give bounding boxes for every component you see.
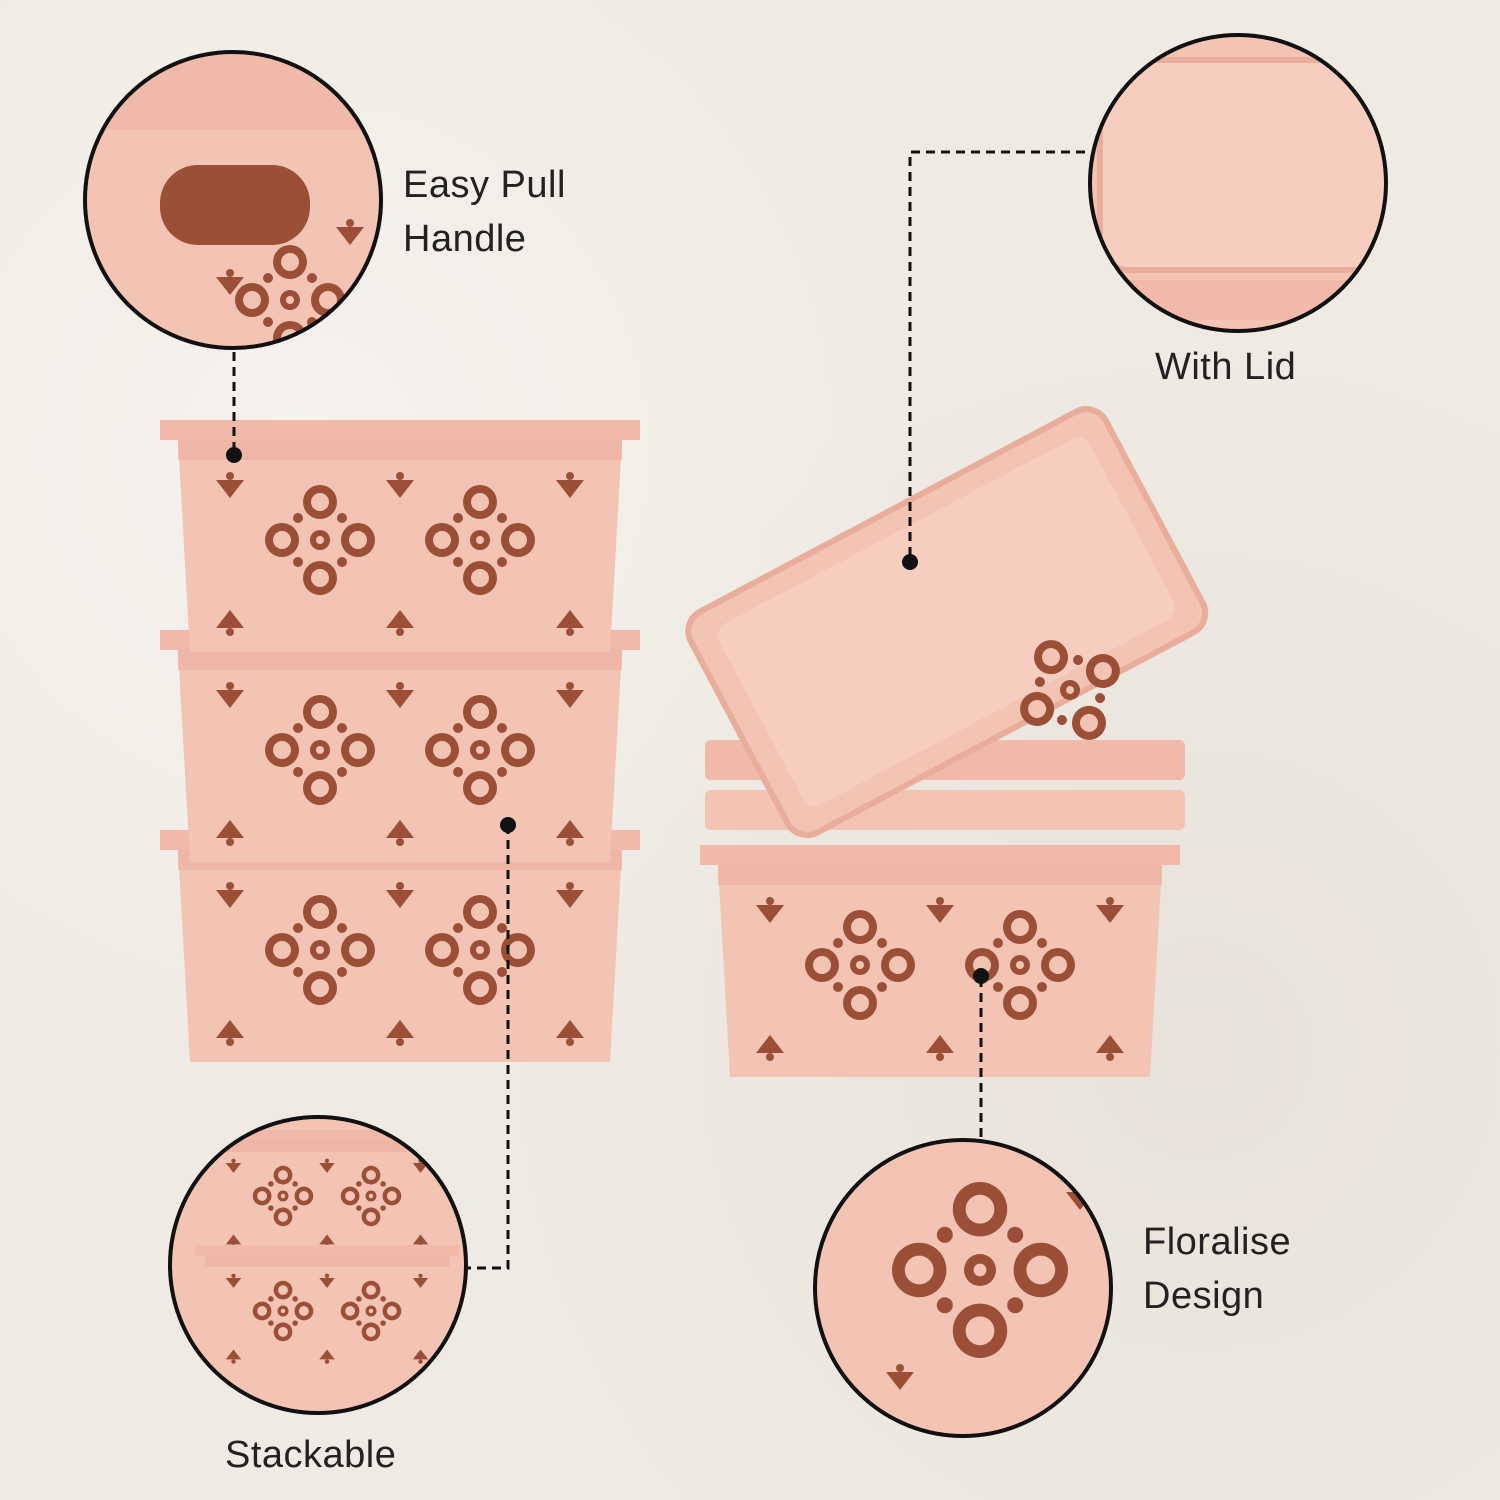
label-stackable: Stackable — [225, 1434, 397, 1476]
callout-with-lid — [1088, 33, 1388, 333]
leader-lines — [232, 150, 1085, 1270]
basket-bottom-left — [160, 830, 640, 1062]
leader-dots — [226, 447, 989, 984]
basket-bottom-right — [700, 845, 1180, 1077]
label-easy-pull-handle: Easy Pull Handle — [403, 164, 566, 260]
callout-pull-handle — [83, 50, 383, 350]
left-basket-stack — [160, 420, 640, 1062]
callout-stackable — [168, 1115, 468, 1415]
callout-floralise-design — [813, 1138, 1113, 1438]
basket-middle-left — [160, 630, 640, 862]
right-basket-stack — [685, 406, 1209, 1077]
label-floralise-design: Floralise Design — [1143, 1221, 1292, 1317]
label-with-lid: With Lid — [1155, 346, 1297, 388]
tilted-lidded-basket — [685, 406, 1209, 839]
